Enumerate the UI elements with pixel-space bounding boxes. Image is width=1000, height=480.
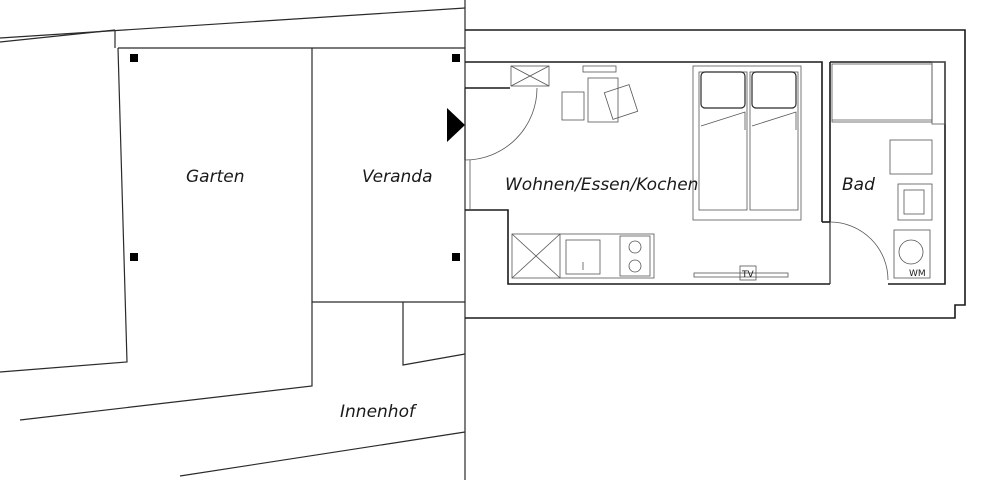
room-label-veranda: Veranda xyxy=(362,167,432,187)
stove xyxy=(619,235,651,277)
room-label-garten: Garten xyxy=(186,167,244,187)
toilet xyxy=(889,139,933,175)
shelf xyxy=(582,65,617,73)
living-wall-bottom xyxy=(465,209,830,285)
outdoor-area xyxy=(0,0,466,480)
innenhof-upper-edge xyxy=(19,302,313,421)
chair xyxy=(603,84,639,120)
bath-outline xyxy=(830,61,946,285)
entrance-arrow-icon xyxy=(447,108,465,142)
building-outline xyxy=(465,29,966,319)
pillow xyxy=(700,71,746,109)
innenhof-notch xyxy=(402,302,466,366)
blanket-fold xyxy=(700,111,746,130)
blanket-fold xyxy=(751,111,797,130)
tv-bench xyxy=(693,272,789,278)
washbasin xyxy=(897,183,933,221)
post-marker xyxy=(130,54,138,62)
tv xyxy=(739,265,757,281)
chair xyxy=(561,91,585,121)
bed-right xyxy=(749,71,799,211)
bath-door-swing xyxy=(829,221,889,281)
property-line-top xyxy=(0,7,466,39)
basin-bowl xyxy=(903,189,925,215)
burner xyxy=(628,240,642,254)
garten-left-edge xyxy=(0,47,128,373)
room-label-bad: Bad xyxy=(842,175,875,195)
bed-left xyxy=(698,71,748,211)
bed-frame xyxy=(692,65,802,221)
washing-machine xyxy=(893,229,931,279)
pillow xyxy=(751,71,797,109)
burner xyxy=(628,259,642,273)
kitchen-counter xyxy=(511,233,655,279)
apartment: TV WM xyxy=(464,29,966,319)
property-line-left-top xyxy=(0,29,116,43)
post-marker xyxy=(130,253,138,261)
entrance-door-swing xyxy=(464,87,538,161)
post-marker xyxy=(452,54,460,62)
innenhof-lower-edge xyxy=(179,431,466,477)
wall-cabinet xyxy=(510,65,550,87)
garten-helper xyxy=(115,30,465,48)
post-marker xyxy=(452,253,460,261)
shower-wall xyxy=(931,61,946,125)
shower xyxy=(831,63,933,123)
room-label-wohnen: Wohnen/Essen/Kochen xyxy=(505,175,698,195)
wm-label: WM xyxy=(909,269,926,279)
living-wall-top-right xyxy=(465,61,823,222)
sink xyxy=(565,239,601,275)
room-label-innenhof: Innenhof xyxy=(340,402,418,422)
drum xyxy=(898,239,924,265)
tv-label: TV xyxy=(741,270,754,280)
dining-table xyxy=(587,77,619,123)
